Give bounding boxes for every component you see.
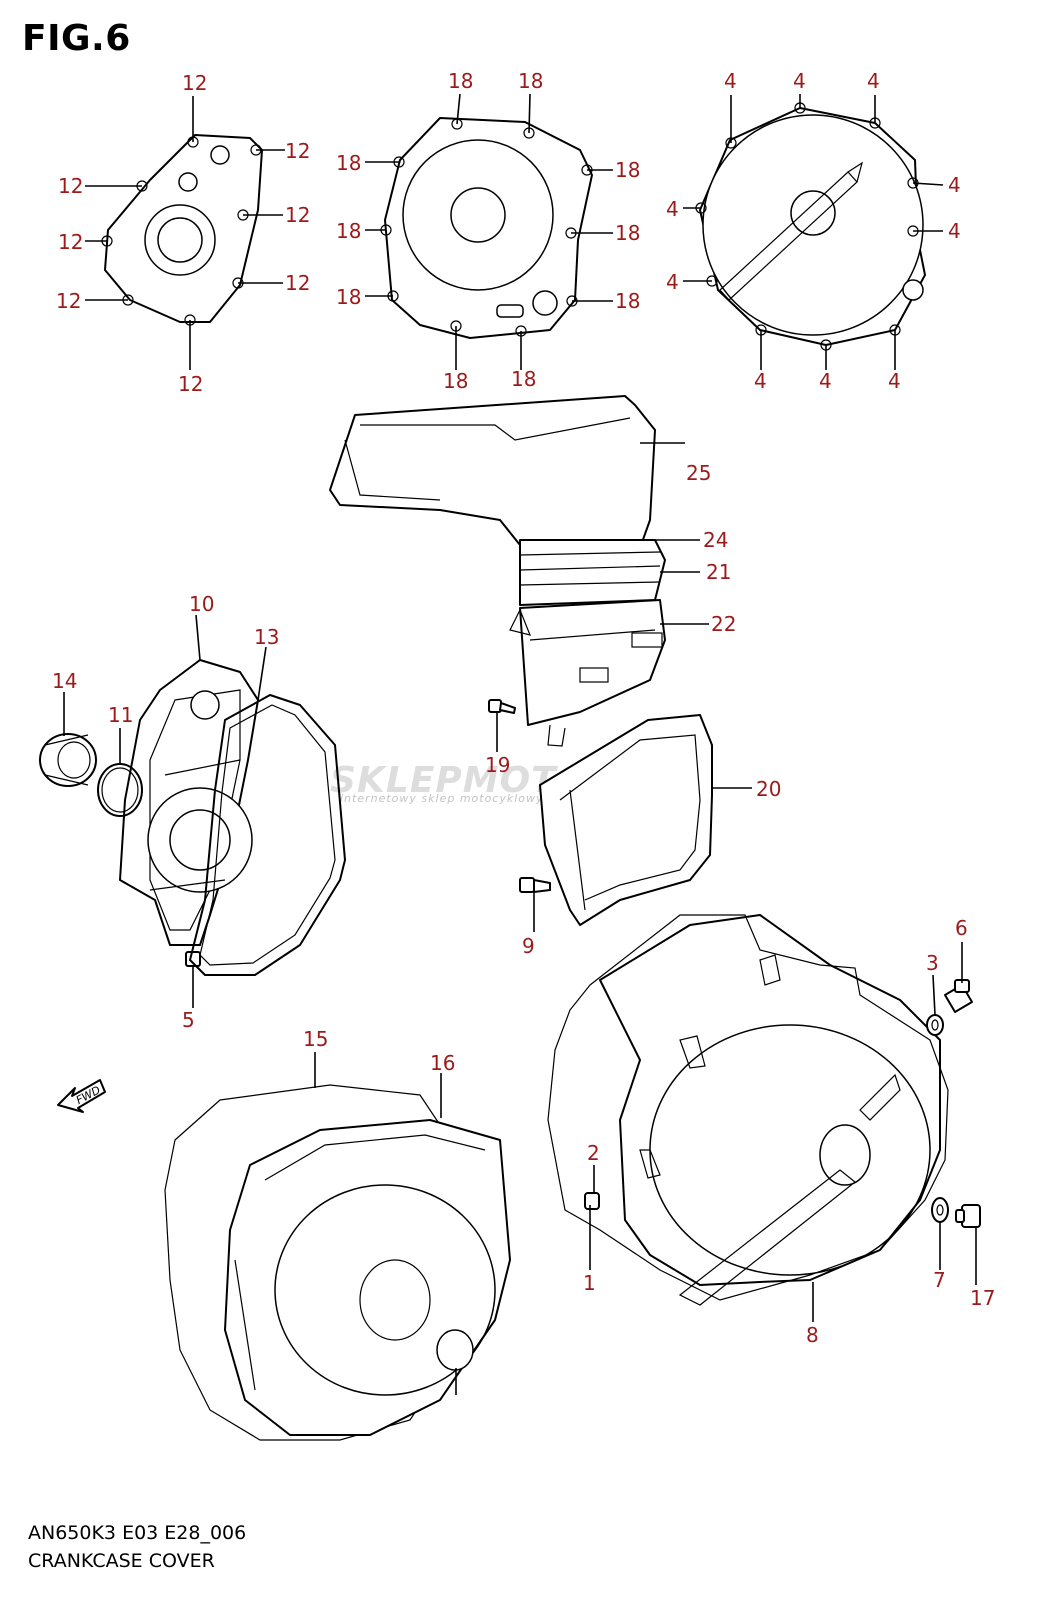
- part-seal-13: [39, 733, 97, 787]
- callout-6: 3: [926, 951, 939, 975]
- part-shroud-19: [539, 714, 713, 926]
- callout-4: 4: [666, 197, 679, 221]
- callout-1: 8: [806, 1323, 819, 1347]
- callout-labels: 12 12 12 12 12 12 12 12 12 18 18 18 18 1…: [52, 69, 995, 1347]
- model-code: AN650K3 E03 E28_006: [28, 1522, 247, 1544]
- part-washer-8: [931, 1197, 949, 1223]
- fwd-arrow-label: FWD: [74, 1083, 103, 1107]
- callout-18: 18: [615, 221, 640, 245]
- callout-4: 4: [948, 173, 961, 197]
- part-washer-6: [926, 1014, 944, 1036]
- callout-2: 1: [583, 1271, 596, 1295]
- callout-4: 4: [754, 369, 767, 393]
- callout-18: 18: [518, 69, 543, 93]
- fwd-arrow-icon: [57, 1079, 106, 1113]
- callout-11: 5: [182, 1008, 195, 1032]
- part-gasket-10: [189, 694, 346, 976]
- callout-12: 12: [182, 71, 207, 95]
- watermark-subtext: internetowy sklep motocyklowy: [340, 792, 544, 805]
- callout-20: 9: [522, 934, 535, 958]
- callout-4: 4: [867, 69, 880, 93]
- callout-12: 12: [58, 230, 83, 254]
- leader-lines: [63, 93, 977, 1395]
- callout-10: 13: [254, 625, 279, 649]
- callout-4: 4: [793, 69, 806, 93]
- callout-17: 15: [303, 1027, 328, 1051]
- part-plug-7: [955, 1204, 981, 1228]
- callout-14: 11: [108, 703, 133, 727]
- callout-7: 17: [970, 1286, 995, 1310]
- callout-18: 18: [336, 219, 361, 243]
- callout-5: 6: [955, 916, 968, 940]
- callout-25: 24: [703, 528, 728, 552]
- part-cover-1: [584, 914, 941, 1306]
- callout-12: 12: [178, 372, 203, 396]
- part-gasket-4: [695, 102, 926, 351]
- callout-18: 18: [336, 285, 361, 309]
- callout-8: 7: [933, 1268, 946, 1292]
- callout-18: 18: [336, 151, 361, 175]
- part-bolt-22: [488, 699, 516, 714]
- callout-3: 2: [587, 1141, 600, 1165]
- callout-18: 18: [448, 69, 473, 93]
- part-cover-15: [224, 1119, 511, 1436]
- callout-15: 16: [430, 1051, 455, 1075]
- part-cover-9: [119, 659, 259, 967]
- callout-4: 4: [724, 69, 737, 93]
- callout-12: 12: [285, 139, 310, 163]
- callout-18: 18: [615, 289, 640, 313]
- callout-4: 4: [948, 219, 961, 243]
- callout-12: 12: [56, 289, 81, 313]
- callout-21: 22: [711, 612, 736, 636]
- callout-19: 20: [756, 777, 781, 801]
- callout-23: 25: [686, 461, 711, 485]
- callout-22: 19: [485, 753, 510, 777]
- part-gasket-12: [101, 134, 263, 326]
- callout-9: 10: [189, 592, 214, 616]
- part-gasket-17: [164, 1084, 491, 1441]
- callout-12: 12: [285, 271, 310, 295]
- callout-4: 4: [819, 369, 832, 393]
- part-gasket-1-outline: [547, 914, 949, 1301]
- callout-4: 4: [888, 369, 901, 393]
- part-bolt-5: [944, 979, 973, 1013]
- callout-18: 18: [511, 367, 536, 391]
- part-air-duct: [329, 395, 666, 747]
- callout-18: 18: [443, 369, 468, 393]
- part-gasket-18: [380, 117, 593, 339]
- callout-12: 12: [58, 174, 83, 198]
- callout-12: 12: [285, 203, 310, 227]
- diagram-name: CRANKCASE COVER: [28, 1550, 215, 1572]
- figure-title: FIG.6: [22, 18, 131, 59]
- callout-24: 21: [706, 560, 731, 584]
- callout-13: 14: [52, 669, 77, 693]
- callout-4: 4: [666, 270, 679, 294]
- part-bolt-20: [519, 877, 551, 893]
- callout-18: 18: [615, 158, 640, 182]
